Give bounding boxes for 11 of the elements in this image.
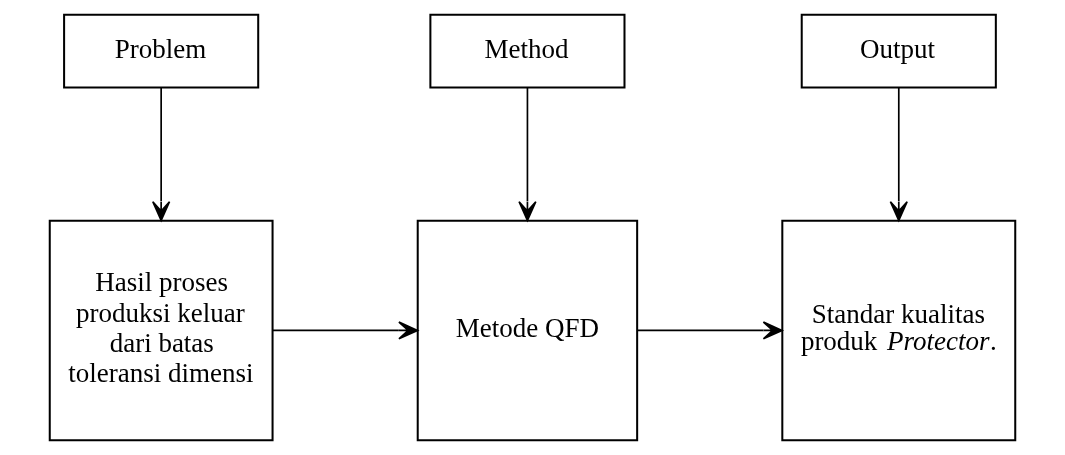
node-box: Method xyxy=(429,13,626,89)
arrow xyxy=(151,86,171,222)
node-box: Standar kualitas produk Protector. xyxy=(781,219,1017,442)
node-box: Output xyxy=(800,13,997,89)
arrow xyxy=(636,321,783,340)
arrow xyxy=(271,321,419,340)
arrow xyxy=(518,86,537,222)
arrow xyxy=(889,86,908,222)
node-box: Problem xyxy=(63,13,260,89)
node-box: Hasil proses produksi keluar dari batas toleransi dimensi xyxy=(48,219,274,442)
node-box: Metode QFD xyxy=(416,219,639,442)
